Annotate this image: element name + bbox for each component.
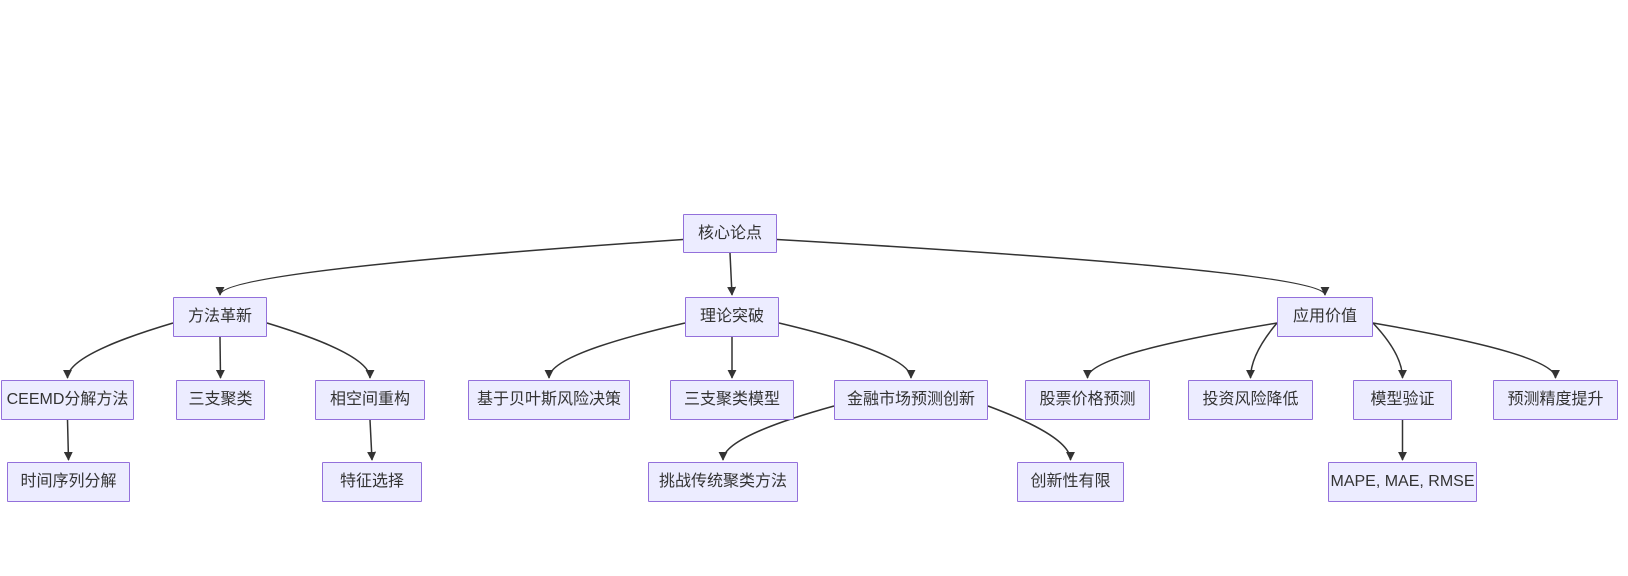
- node-challenge-traditional-clustering: 挑战传统聚类方法: [648, 462, 798, 502]
- node-three-way-clustering: 三支聚类: [176, 380, 265, 420]
- flow-edge-core-method: [215, 238, 684, 296]
- flow-edge-value-modelvalid: [1372, 322, 1407, 379]
- flow-edge-core-value: [776, 238, 1330, 296]
- flow-edge-theory-bayes: [544, 322, 686, 379]
- node-prediction-accuracy-improvement: 预测精度提升: [1493, 380, 1618, 420]
- node-method-innovation: 方法革新: [173, 297, 267, 337]
- flow-edge-method-threeway: [215, 336, 225, 379]
- node-financial-market-prediction-innovation: 金融市场预测创新: [834, 380, 988, 420]
- node-bayesian-risk-decision: 基于贝叶斯风险决策: [468, 380, 630, 420]
- flow-edge-ceemd-tsdecomp: [63, 419, 73, 461]
- node-theory-breakthrough: 理论突破: [685, 297, 779, 337]
- node-evaluation-metrics: MAPE, MAE, RMSE: [1328, 462, 1477, 502]
- node-limited-innovation: 创新性有限: [1017, 462, 1124, 502]
- node-time-series-decomposition: 时间序列分解: [7, 462, 130, 502]
- flow-edge-value-risk: [1246, 322, 1278, 379]
- node-ceemd-decomposition-method: CEEMD分解方法: [1, 380, 134, 420]
- flow-edge-method-ceemd: [63, 322, 174, 379]
- node-three-way-clustering-model: 三支聚类模型: [670, 380, 794, 420]
- node-application-value: 应用价值: [1277, 297, 1373, 337]
- node-phase-space-reconstruction: 相空间重构: [315, 380, 425, 420]
- node-model-validation: 模型验证: [1353, 380, 1452, 420]
- flow-edge-theory-fininnov: [778, 322, 916, 379]
- flow-edge-method-phase: [266, 322, 375, 379]
- flow-edge-value-precision: [1372, 322, 1560, 379]
- node-investment-risk-reduction: 投资风险降低: [1188, 380, 1313, 420]
- flow-edge-value-stock: [1083, 322, 1278, 379]
- flow-edge-phase-featsel: [367, 419, 377, 461]
- node-core-thesis: 核心论点: [683, 214, 777, 253]
- node-stock-price-prediction: 股票价格预测: [1025, 380, 1150, 420]
- flow-edge-core-theory: [727, 252, 737, 296]
- node-feature-selection: 特征选择: [322, 462, 422, 502]
